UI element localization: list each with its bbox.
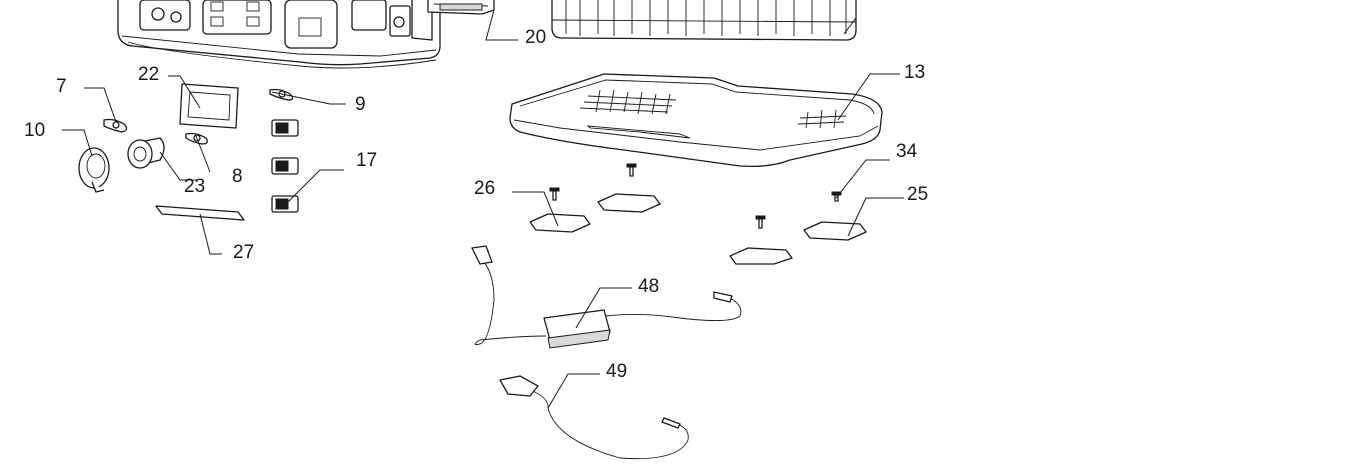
callout-23: 23: [184, 176, 205, 197]
part-9-clip: [269, 88, 294, 101]
ac-adapter: [471, 245, 742, 349]
battery-pack: [551, 0, 857, 41]
part-7-clip: [103, 118, 128, 133]
front-panel-housing: [117, 0, 441, 69]
callout-27: 27: [233, 242, 254, 263]
callout-26: 26: [474, 178, 495, 199]
screws: [549, 163, 842, 229]
callout-10: 10: [24, 120, 45, 141]
callout-20: 20: [525, 27, 546, 48]
callout-48: 48: [638, 276, 659, 297]
part-17-switches: [271, 119, 299, 213]
callout-17: 17: [356, 150, 377, 171]
callout-13: 13: [904, 62, 925, 83]
part-27-bar: [155, 205, 245, 221]
part-10-cap: [78, 147, 110, 193]
callout-49: 49: [606, 361, 627, 382]
callout-25: 25: [907, 184, 928, 205]
callout-9: 9: [355, 94, 366, 115]
callout-8: 8: [232, 166, 243, 187]
rubber-feet: [529, 193, 867, 265]
callout-22: 22: [138, 64, 159, 85]
part-20-bracket: [427, 0, 495, 15]
callout-labels: 20 22 7 9 10 23 8 17 27 13 34 25 26 48 4…: [24, 27, 928, 382]
base-tray: [509, 73, 883, 168]
leader-lines: [62, 9, 904, 409]
part-22-panel: [179, 83, 239, 129]
callout-7: 7: [56, 76, 67, 97]
callout-34: 34: [896, 141, 918, 162]
part-23-socket: [127, 137, 165, 169]
car-charger-cable: [499, 375, 689, 460]
